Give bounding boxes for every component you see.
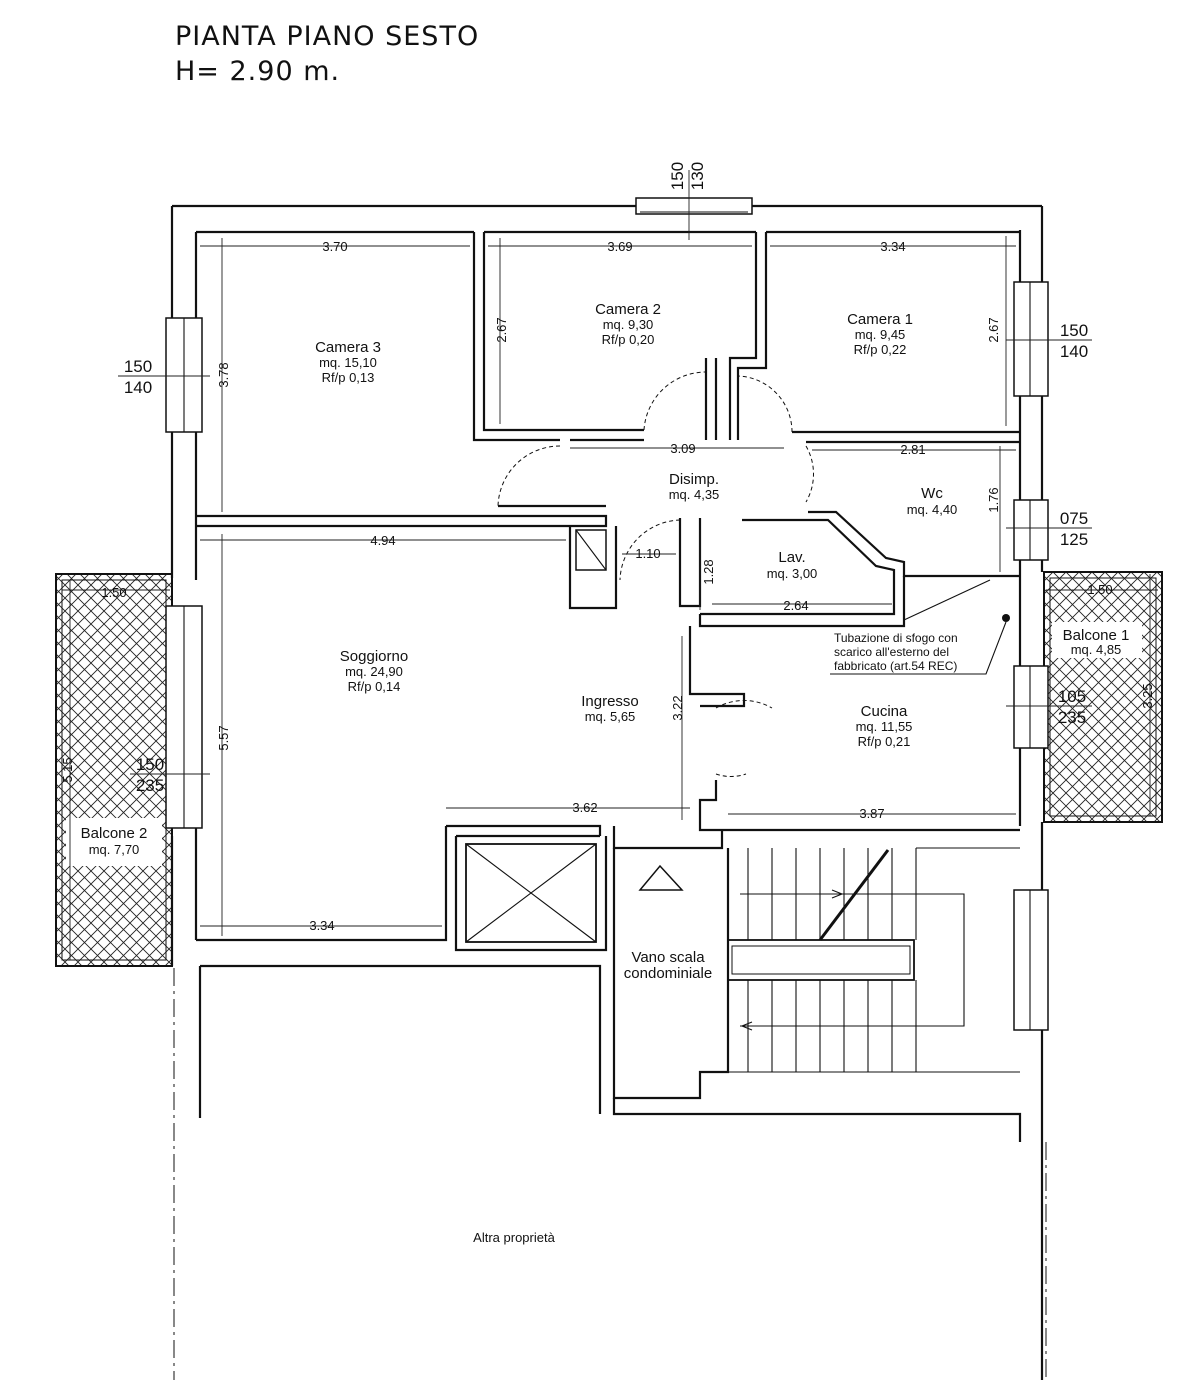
- balcone-1: [1043, 571, 1163, 823]
- dim-cucina-width: 3.87: [859, 806, 884, 821]
- dim-disimp-width: 3.09: [670, 441, 695, 456]
- balcone1-area: mq. 4,85: [1071, 642, 1122, 657]
- dimension-lines: [62, 170, 1158, 960]
- lav-name: Lav.: [778, 549, 805, 566]
- dim-soggiorno-width: 4.94: [370, 533, 395, 548]
- vano-scala-line2: condominiale: [624, 965, 712, 982]
- dim-camera1-width: 3.34: [880, 239, 905, 254]
- cucina-name: Cucina: [861, 703, 908, 720]
- dim-ingresso-height: 3.22: [670, 695, 685, 720]
- dim-balcone2-width: 1.50: [101, 585, 126, 600]
- camera1-area: mq. 9,45: [855, 327, 906, 342]
- camera3-area: mq. 15,10: [319, 355, 377, 370]
- window-top-b: 130: [688, 162, 707, 190]
- dim-camera2-height: 2.67: [494, 317, 509, 342]
- window-camera1-b: 140: [1060, 342, 1088, 361]
- camera2-area: mq. 9,30: [603, 317, 654, 332]
- floor-height: H= 2.90 m.: [175, 56, 340, 87]
- dim-lav-height: 1.28: [701, 559, 716, 584]
- wc-name: Wc: [921, 485, 943, 502]
- window-soggiorno-a: 150: [136, 755, 164, 774]
- door-swings: [497, 371, 815, 778]
- camera2-rf: Rf/p 0,20: [602, 332, 655, 347]
- property-boundary: [173, 968, 1047, 1380]
- wc-area: mq. 4,40: [907, 502, 958, 517]
- note-line2: scarico all'esterno del: [834, 645, 949, 659]
- cucina-rf: Rf/p 0,21: [858, 734, 911, 749]
- balcone2-name: Balcone 2: [81, 825, 148, 842]
- dim-wc-height: 1.76: [986, 487, 1001, 512]
- camera1-name: Camera 1: [847, 311, 913, 328]
- window-top-a: 150: [668, 162, 687, 190]
- dim-balcone2-height: 5.15: [60, 757, 75, 782]
- dim-soggiorno-bottom: 3.34: [309, 918, 334, 933]
- staircase: [612, 847, 1020, 1100]
- camera2-name: Camera 2: [595, 301, 661, 318]
- ingresso-name: Ingresso: [581, 693, 639, 710]
- dim-soggiorno-height: 5.57: [216, 725, 231, 750]
- camera3-name: Camera 3: [315, 339, 381, 356]
- note-line3: fabbricato (art.54 REC): [834, 659, 957, 673]
- outer-walls: [170, 204, 1044, 1380]
- window-labels: 150 130 150 140 150 140 075 125 105 235 …: [124, 162, 1088, 795]
- disimp-area: mq. 4,35: [669, 487, 720, 502]
- dim-lav-width: 2.64: [783, 598, 808, 613]
- balcone-2: [55, 573, 173, 967]
- dim-camera3-width: 3.70: [322, 239, 347, 254]
- cucina-area: mq. 11,55: [856, 719, 913, 734]
- dim-ingresso-width: 3.62: [572, 800, 597, 815]
- soggiorno-name: Soggiorno: [340, 648, 408, 665]
- windows: [165, 197, 1049, 1031]
- dim-wc-width: 2.81: [900, 442, 925, 457]
- dim-camera3-height: 3.78: [216, 362, 231, 387]
- disimp-name: Disimp.: [669, 471, 719, 488]
- dim-camera1-height: 2.67: [986, 317, 1001, 342]
- dim-balcone1-height: 3.25: [1140, 683, 1155, 708]
- elevator-shaft: [454, 836, 608, 952]
- window-wc-a: 075: [1060, 509, 1088, 528]
- pipe-note: Tubazione di sfogo con scarico all'ester…: [830, 621, 1007, 675]
- duct: [575, 529, 1010, 622]
- balcone2-area: mq. 7,70: [89, 842, 140, 857]
- ingresso-area: mq. 5,65: [585, 709, 636, 724]
- vano-scala-line1: Vano scala: [631, 949, 705, 966]
- room-labels: Camera 3 mq. 15,10 Rf/p 0,13 Camera 2 mq…: [81, 301, 1130, 982]
- balcone1-name: Balcone 1: [1063, 627, 1130, 644]
- interior-walls: [196, 232, 1020, 942]
- note-line1: Tubazione di sfogo con: [834, 631, 958, 645]
- dim-balcone1-width: 1.50: [1087, 582, 1112, 597]
- window-camera3-b: 140: [124, 378, 152, 397]
- window-cucina-b: 235: [1058, 708, 1086, 727]
- window-camera3-a: 150: [124, 357, 152, 376]
- dim-step: 1.10: [635, 546, 660, 561]
- soggiorno-rf: Rf/p 0,14: [348, 679, 401, 694]
- window-wc-b: 125: [1060, 530, 1088, 549]
- dimension-labels: 3.70 3.69 3.34 3.78 2.67 2.67 3.09 2.81 …: [60, 239, 1155, 933]
- camera1-rf: Rf/p 0,22: [854, 342, 907, 357]
- soggiorno-area: mq. 24,90: [345, 664, 403, 679]
- window-cucina-a: 105: [1058, 687, 1086, 706]
- window-soggiorno-b: 235: [136, 776, 164, 795]
- camera3-rf: Rf/p 0,13: [322, 370, 375, 385]
- lav-area: mq. 3,00: [767, 566, 818, 581]
- dim-camera2-width: 3.69: [607, 239, 632, 254]
- plan-title: PIANTA PIANO SESTO: [175, 21, 479, 52]
- other-property-label: Altra proprietà: [473, 1230, 555, 1245]
- window-camera1-a: 150: [1060, 321, 1088, 340]
